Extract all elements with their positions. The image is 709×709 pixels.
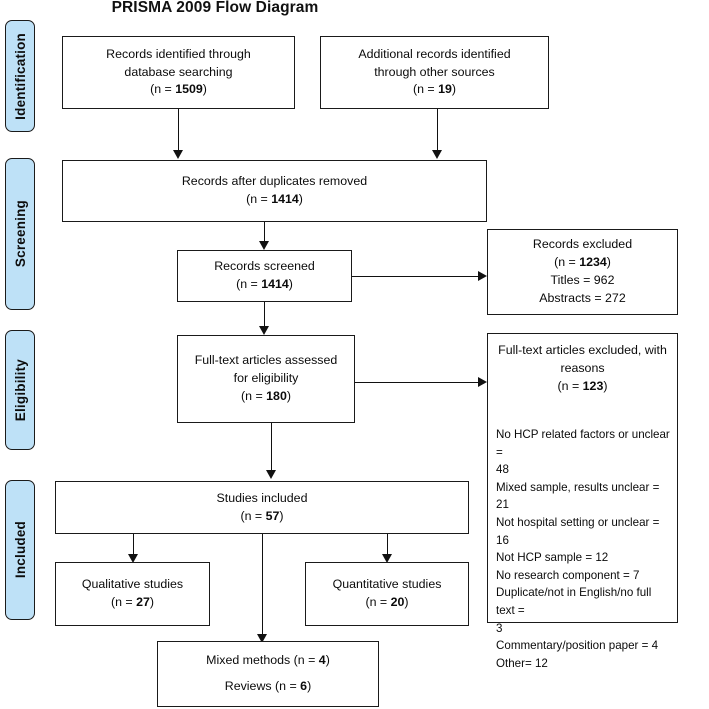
- exclusion-reason-item: No research component = 7: [496, 568, 640, 582]
- node-line: Full-text articles excluded, with: [498, 343, 667, 357]
- stage-label-included: Included: [5, 480, 35, 620]
- node-records-excluded: Records excluded (n = 1234) Titles = 962…: [487, 229, 678, 315]
- node-qualitative-studies: Qualitative studies (n = 27): [55, 562, 210, 626]
- stage-label-screening: Screening: [5, 158, 35, 310]
- node-line: Full-text articles assessed: [194, 353, 338, 368]
- arrowhead-db-to-duplicates: [173, 150, 183, 159]
- exclusion-reason-item: No HCP related factors or unclear =: [496, 428, 670, 459]
- arrowhead-fulltext-to-included: [266, 470, 276, 479]
- connector-included-to-quantitative: [387, 534, 388, 554]
- exclusion-reason-item: Not hospital setting or unclear = 16: [496, 516, 660, 547]
- arrowhead-other-to-duplicates: [432, 150, 442, 159]
- node-line: Records identified through: [106, 46, 251, 61]
- arrowhead-included-to-quantitative: [382, 554, 392, 563]
- exclusion-reason-item: Commentary/position paper = 4: [496, 639, 659, 653]
- node-records-after-duplicates-removed: Records after duplicates removed (n = 14…: [62, 160, 487, 222]
- node-count: (n = 57): [240, 508, 284, 523]
- stage-label-eligibility: Eligibility: [5, 330, 35, 450]
- stage-label-identification: Identification: [5, 20, 35, 132]
- node-count: (n = 123): [557, 378, 608, 393]
- node-count: (n = 19): [412, 82, 457, 97]
- node-count: (n = 1414): [246, 192, 303, 206]
- exclusion-reason-item: Not HCP sample = 12: [496, 551, 609, 565]
- connector-db-to-duplicates: [178, 109, 179, 150]
- exclusion-reason-item: Duplicate/not in English/no full text =: [496, 586, 652, 618]
- connector-included-to-mixed: [262, 534, 263, 634]
- node-count: (n = 1414): [236, 277, 293, 291]
- node-count: (n = 20): [365, 595, 409, 609]
- connector-fulltext-to-included: [271, 423, 272, 470]
- stage-label-identification-text: Identification: [12, 32, 28, 120]
- connector-fulltext-to-excluded: [355, 382, 478, 383]
- node-line: for eligibility: [233, 371, 299, 385]
- node-fulltext-articles-assessed: Full-text articles assessed for eligibil…: [177, 335, 355, 423]
- node-line: through other sources: [374, 64, 495, 79]
- stage-label-screening-text: Screening: [12, 200, 28, 268]
- node-line: Abstracts = 272: [539, 290, 626, 305]
- connector-screened-to-fulltext: [264, 302, 265, 326]
- node-records-identified-other-sources: Additional records identified through ot…: [320, 36, 549, 109]
- node-records-screened: Records screened (n = 1414): [177, 250, 352, 302]
- arrowhead-included-to-mixed: [257, 634, 267, 643]
- arrowhead-included-to-qualitative: [128, 554, 138, 563]
- stage-label-eligibility-text: Eligibility: [12, 358, 28, 422]
- node-count-reviews: Reviews (n = 6): [224, 679, 312, 693]
- node-count: (n = 1509): [150, 82, 207, 97]
- node-quantitative-studies: Quantitative studies (n = 20): [305, 562, 469, 626]
- node-line: Studies included: [216, 490, 308, 505]
- connector-other-to-duplicates: [437, 109, 438, 150]
- exclusion-reason-item: Other= 12: [496, 656, 548, 670]
- arrowhead-screened-to-excluded: [478, 271, 487, 281]
- node-line: Qualitative studies: [81, 577, 184, 592]
- node-count: (n = 180): [241, 388, 291, 403]
- node-count: (n = 27): [110, 595, 155, 609]
- node-line: Titles = 962: [550, 273, 615, 287]
- connector-included-to-qualitative: [133, 534, 134, 554]
- node-line: reasons: [560, 360, 605, 375]
- arrowhead-screened-to-fulltext: [259, 326, 269, 335]
- connector-duplicates-to-screened: [264, 222, 265, 241]
- node-count: (n = 1234): [554, 255, 611, 270]
- stage-label-included-text: Included: [12, 521, 28, 579]
- node-studies-included: Studies included (n = 57): [55, 481, 469, 534]
- node-mixed-methods-reviews: Mixed methods (n = 4) Reviews (n = 6): [157, 641, 379, 707]
- node-records-identified-database: Records identified through database sear…: [62, 36, 295, 109]
- node-line: Quantitative studies: [332, 577, 442, 592]
- node-count-mixed-methods: Mixed methods (n = 4): [206, 653, 330, 667]
- exclusion-reason-item: Mixed sample, results unclear = 21: [496, 480, 660, 512]
- node-line: Records screened: [214, 259, 315, 274]
- exclusion-reason-item-wrap: 48: [496, 463, 509, 477]
- page-title: PRISMA 2009 Flow Diagram: [111, 0, 319, 16]
- node-fulltext-articles-excluded: Full-text articles excluded, with reason…: [487, 333, 678, 670]
- node-line: database searching: [124, 64, 233, 79]
- arrowhead-fulltext-to-excluded: [478, 377, 487, 387]
- exclusion-reasons-list: No HCP related factors or unclear = 48 M…: [496, 426, 671, 673]
- arrowhead-duplicates-to-screened: [259, 241, 269, 250]
- node-line: Records excluded: [532, 237, 633, 252]
- node-line: Records after duplicates removed: [181, 174, 368, 189]
- node-line: Additional records identified: [358, 46, 511, 61]
- exclusion-reason-item-wrap: 3: [496, 621, 503, 635]
- connector-screened-to-excluded: [352, 276, 478, 277]
